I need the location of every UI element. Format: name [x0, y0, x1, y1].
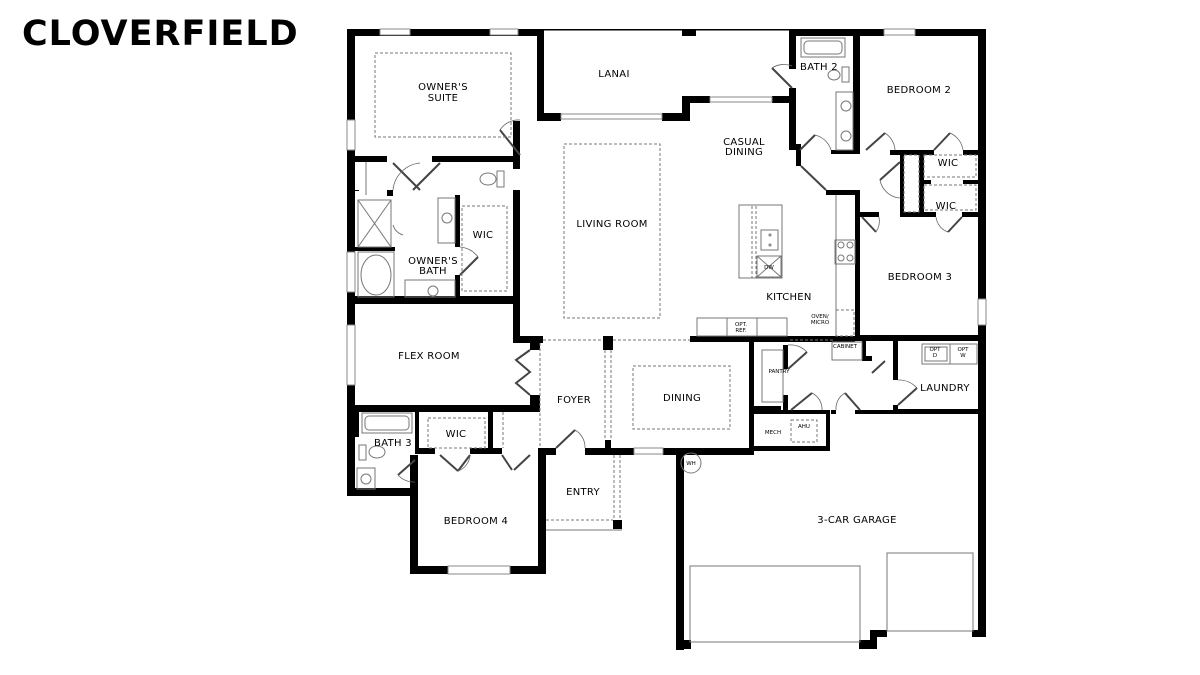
- room-wic-bedroom-3: WIC: [936, 201, 957, 212]
- room-wic-bedroom-4: WIC: [446, 429, 467, 440]
- opt-ref-label: OPT.REF.: [735, 322, 747, 334]
- room-dining: DINING: [663, 393, 701, 404]
- doors: [392, 64, 964, 483]
- dishwasher-label: DW: [764, 265, 774, 271]
- room-lanai: LANAI: [598, 69, 629, 80]
- room-bedroom-4: BEDROOM 4: [444, 516, 508, 527]
- room-wic-bedroom-2: WIC: [938, 158, 959, 169]
- windows: [346, 28, 987, 575]
- room-bath-3: BATH 3: [374, 438, 412, 449]
- plan-title: CLOVERFIELD: [22, 14, 299, 54]
- walls: [347, 29, 986, 650]
- fixture-labels: DW OPT.REF. OVEN/MICRO PANTRY CABINET OP…: [686, 265, 969, 467]
- room-foyer: FOYER: [557, 395, 591, 406]
- room-wic-owner: WIC: [473, 230, 494, 241]
- room-bath-2: BATH 2: [800, 62, 838, 73]
- pantry-label: PANTRY: [768, 369, 790, 375]
- room-living-room: LIVING ROOM: [576, 219, 647, 230]
- mech-label: MECH: [765, 430, 781, 436]
- room-flex-room: FLEX ROOM: [398, 351, 460, 362]
- room-3-car-garage: 3-CAR GARAGE: [817, 515, 896, 526]
- fixtures: [356, 37, 978, 643]
- oven-micro-label: OVEN/MICRO: [811, 314, 830, 326]
- room-laundry: LAUNDRY: [920, 383, 970, 394]
- ahu-label: AHU: [798, 424, 810, 430]
- room-bedroom-3: BEDROOM 3: [888, 272, 952, 283]
- cabinet-label: CABINET: [833, 344, 858, 350]
- room-bedroom-2: BEDROOM 2: [887, 85, 951, 96]
- room-kitchen: KITCHEN: [766, 292, 811, 303]
- water-heater-label: WH: [686, 461, 696, 467]
- room-entry: ENTRY: [566, 487, 600, 498]
